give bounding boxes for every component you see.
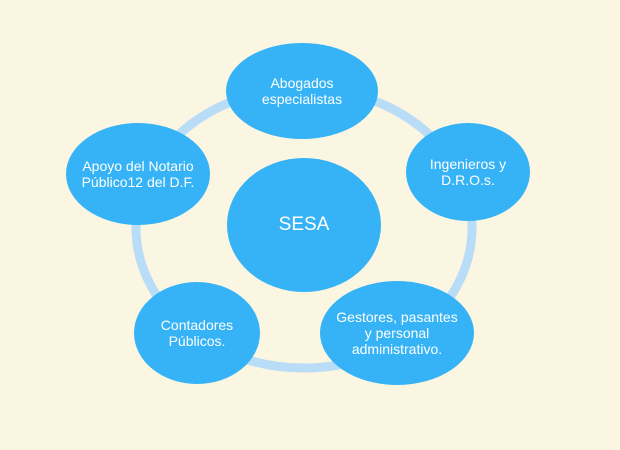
node-gestores: Gestores, pasantes y personal administra… [320,281,474,385]
node-gestores-label: Gestores, pasantes y personal administra… [336,309,458,357]
node-contadores: Contadores Públicos. [134,282,260,384]
node-contadores-label: Contadores Públicos. [160,317,234,349]
node-abogados: Abogados especialistas [226,43,378,139]
node-notario: Apoyo del Notario Público12 del D.F. [66,123,210,225]
node-ingenieros-label: Ingenieros y D.R.O.s. [429,156,507,188]
node-notario-label: Apoyo del Notario Público12 del D.F. [81,158,195,190]
node-ingenieros: Ingenieros y D.R.O.s. [406,123,530,221]
center-node-sesa: SESA [227,158,381,292]
node-abogados-label: Abogados especialistas [261,75,343,107]
center-node-label: SESA [278,214,330,235]
